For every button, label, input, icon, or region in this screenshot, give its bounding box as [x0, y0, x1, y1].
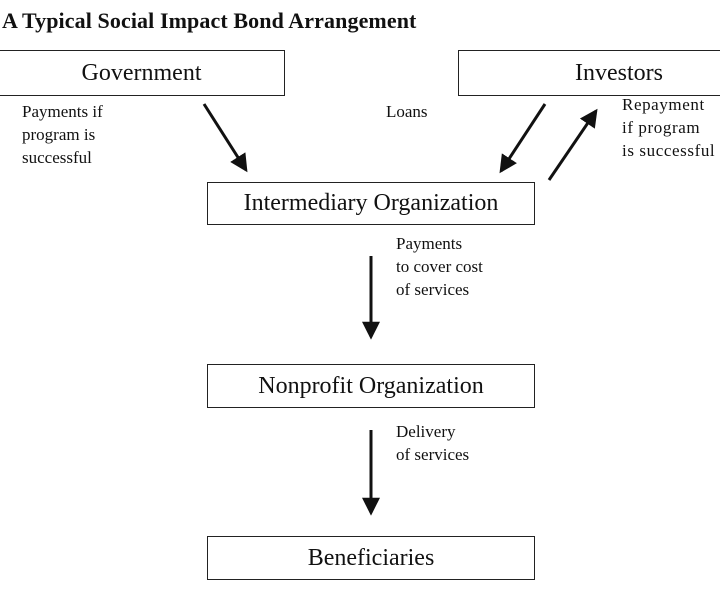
nonprofit-node: Nonprofit Organization: [207, 364, 535, 408]
edge-label-loans: Loans: [386, 102, 428, 121]
arrow-investors-to-intermediary: [499, 103, 547, 174]
beneficiaries-node: Beneficiaries: [207, 536, 535, 580]
investors-node: Investors: [458, 50, 720, 96]
edge-label-repayment: Repayment if program is successful: [622, 95, 716, 160]
investors-label: Investors: [575, 59, 663, 86]
arrow-intermediary-to-investors: [547, 108, 598, 181]
beneficiaries-label: Beneficiaries: [307, 544, 435, 571]
intermediary-label: Intermediary Organization: [243, 190, 499, 216]
edge-label-payments-cost: Payments to cover cost of services: [396, 234, 483, 299]
diagram-title: A Typical Social Impact Bond Arrangement: [2, 8, 417, 33]
edge-label-delivery: Delivery of services: [396, 422, 470, 464]
arrow-government-to-intermediary: [202, 103, 248, 173]
government-label: Government: [81, 59, 202, 86]
intermediary-node: Intermediary Organization: [207, 182, 535, 225]
edge-label-payments-if-successful: Payments if program is successful: [22, 102, 103, 167]
nonprofit-label: Nonprofit Organization: [258, 372, 484, 399]
government-node: Government: [0, 50, 285, 96]
